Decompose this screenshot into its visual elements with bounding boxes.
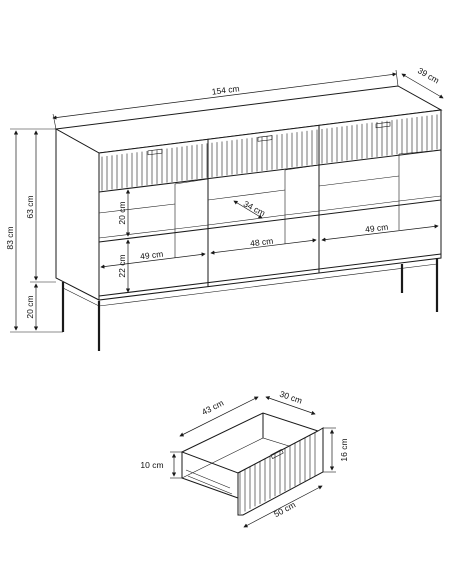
width-ext-left: [52, 113, 57, 130]
sideboard-bottom-inner: [98, 253, 442, 297]
divider-2-depth: [284, 164, 320, 244]
right-compartment-width-label: 49 cm: [365, 222, 389, 235]
depth-dimension-line: [401, 73, 444, 99]
left-compartment-width-dimension: [100, 252, 206, 269]
drawer-front-width-label: 50 cm: [272, 500, 297, 520]
drawer-handle-left: [147, 148, 163, 156]
drawer-handle: [270, 449, 284, 459]
leg-frame: [62, 263, 438, 307]
right-side-depth: [398, 149, 442, 230]
inner-depth-dimension: [233, 200, 263, 219]
drawer-runner: [187, 475, 233, 495]
total-height-label: 83 cm: [5, 226, 15, 249]
left-compartment-width-label: 49 cm: [140, 249, 164, 262]
drawer-row-bottom: [98, 149, 442, 193]
shelf-front-edge: [98, 199, 442, 243]
depth-label: 39 cm: [416, 65, 441, 85]
drawer-inner-width-dimension: [179, 396, 259, 437]
drawer-handle-right: [375, 121, 391, 129]
drawer-fluting: [101, 114, 438, 191]
upper-shelf-height-label: 20 cm: [117, 201, 127, 224]
drawer-handle-middle: [257, 135, 273, 142]
body-height-label: 63 cm: [25, 195, 35, 218]
upper-back-panel: [98, 175, 400, 214]
sideboard-drawing: 154 cm 39 cm 83 cm 63 cm 20 cm 20 cm 22 …: [5, 65, 444, 351]
divider-1-depth: [174, 178, 209, 258]
width-dimension-line: [52, 72, 397, 120]
width-ext-right: [395, 69, 399, 87]
drawer-front-height-label: 16 cm: [339, 438, 349, 461]
middle-compartment-width-dimension: [210, 238, 317, 255]
right-compartment-width-dimension: [321, 224, 439, 242]
leg-height-label: 20 cm: [25, 295, 35, 318]
drawer-inner-width-label: 43 cm: [200, 398, 225, 417]
sideboard-left-side: [55, 128, 100, 301]
drawer-inner-depth-dimension: [265, 396, 316, 415]
drawer-front-width-dimension: [243, 485, 323, 528]
middle-compartment-width-label: 48 cm: [250, 236, 274, 249]
drawer-inner-height-label: 10 cm: [140, 460, 163, 470]
drawer-inner-depth-label: 30 cm: [278, 389, 303, 406]
drawer-runner-2: [185, 469, 231, 489]
lower-shelf-height-label: 22 cm: [117, 254, 127, 277]
shelf-back-edge: [98, 195, 442, 239]
width-label: 154 cm: [211, 83, 240, 96]
drawer-drawing: 43 cm 30 cm 16 cm 10 cm 50 cm: [140, 389, 349, 528]
